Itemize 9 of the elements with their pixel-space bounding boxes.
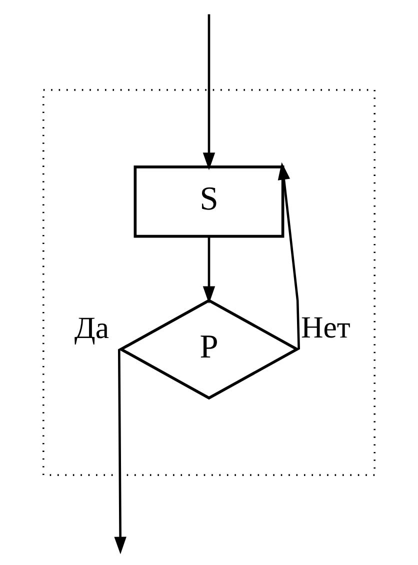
arrow <box>202 236 216 304</box>
arrow <box>278 162 300 350</box>
node-box: S <box>134 166 284 238</box>
arrow <box>114 349 126 554</box>
node-diamond: P <box>118 298 300 400</box>
arrow <box>202 14 216 170</box>
cluster <box>42 89 376 476</box>
edge-label: Да <box>74 311 110 346</box>
edge-label: Нет <box>301 310 350 344</box>
